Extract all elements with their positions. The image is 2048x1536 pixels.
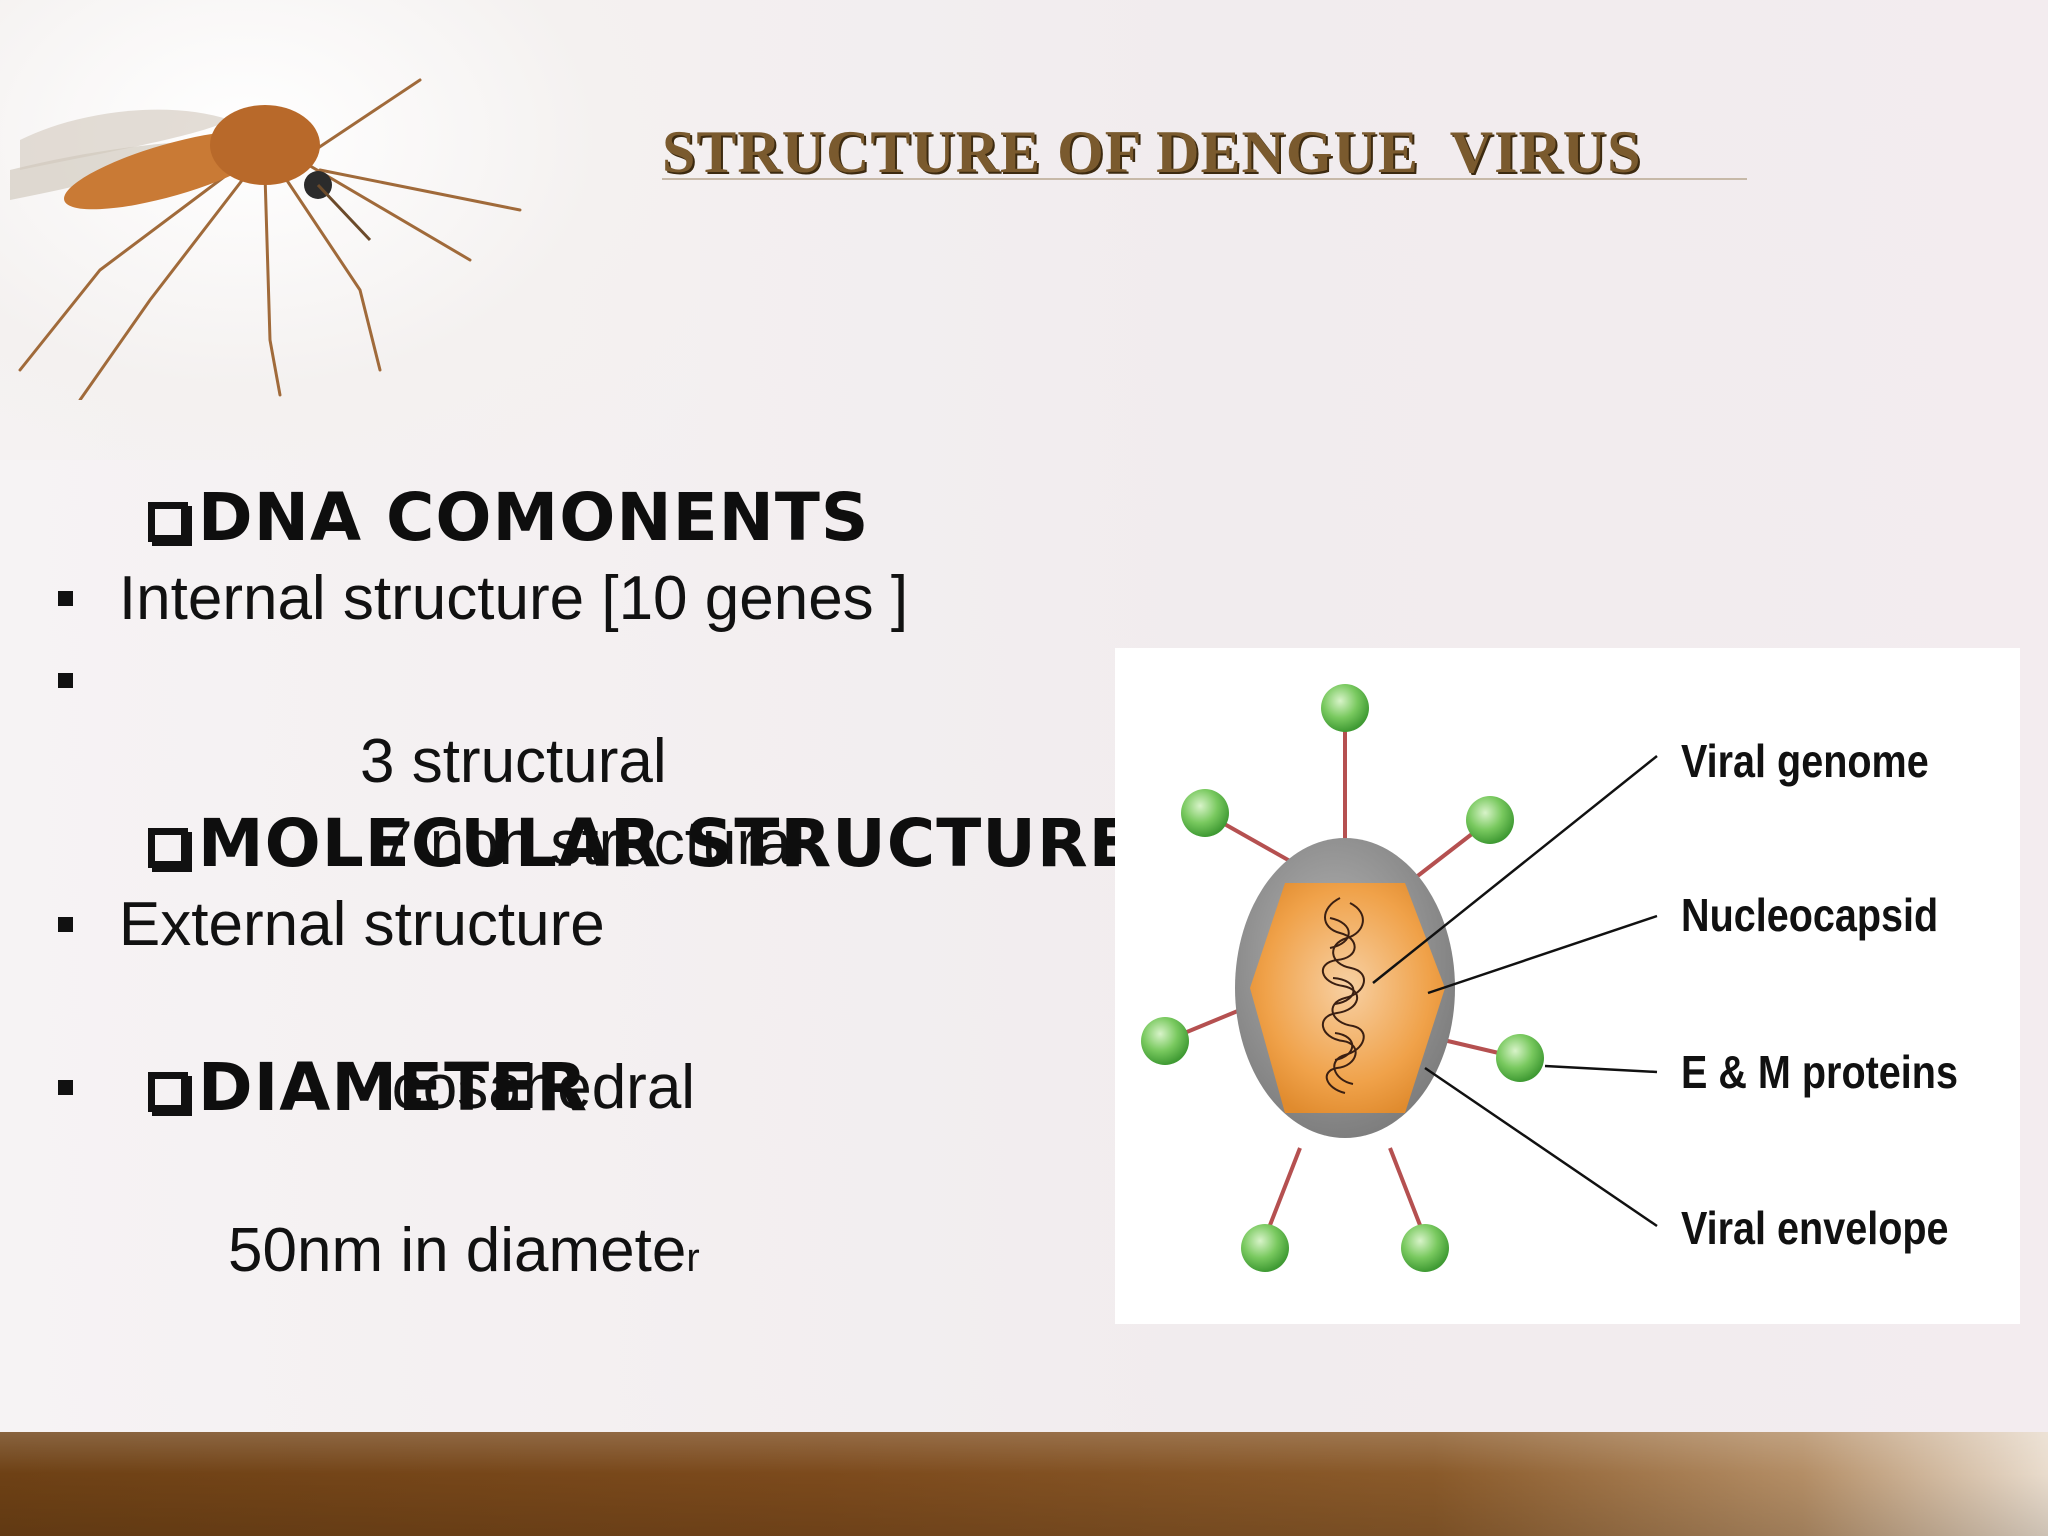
viral-genome-coil [1321,897,1365,1094]
bullet-50nm-diameter: 50nm in diameter [52,1047,1102,1285]
footer-shine [0,1432,2048,1536]
checkbox-bullet-icon [147,827,192,872]
mosquito-image [10,78,522,400]
heading-dna-components: DNA COMONENTS [52,395,1102,556]
checkbox-bullet-icon [147,501,192,546]
footer-bar [0,1432,2048,1536]
bullet-3-structural: 3 structural [52,558,1102,796]
corner-glow [0,0,700,460]
bullet-icosahedral: icosahedral [52,884,1102,1122]
dengue-virus-diagram: Viral genome Nucleocapsid E & M proteins… [1115,648,2020,1324]
title-underline [662,178,1747,180]
checkbox-bullet-icon [147,1072,192,1116]
label-em-proteins: E & M proteins [1681,1046,1958,1098]
square-bullet-icon [58,672,73,688]
square-bullet-icon [58,591,73,606]
square-bullet-icon [58,1080,73,1095]
label-viral-envelope: Viral envelope [1681,1202,1949,1254]
text-external-structure: External structure [118,890,605,959]
square-bullet-icon [58,917,73,932]
label-viral-genome: Viral genome [1681,735,1929,787]
slide-title: STRUCTURE OF DENGUE VIRUS [662,119,1642,185]
heading-diameter: DIAMETER [52,966,1102,1126]
text-internal-structure: Internal structure [10 genes ] [118,564,909,633]
virus-illustration [1141,684,1658,1272]
label-leader-lines [1372,755,1658,1228]
slide-body: DNA COMONENTS Internal structure [10 gen… [52,395,1134,1285]
label-nucleocapsid: Nucleocapsid [1681,889,1939,941]
spike-balls [1141,684,1544,1272]
bullet-7-non-structural: 7 non structural [52,640,1102,878]
heading-molecular-structure: MOLECULAR STRUCTURE [52,721,1134,882]
